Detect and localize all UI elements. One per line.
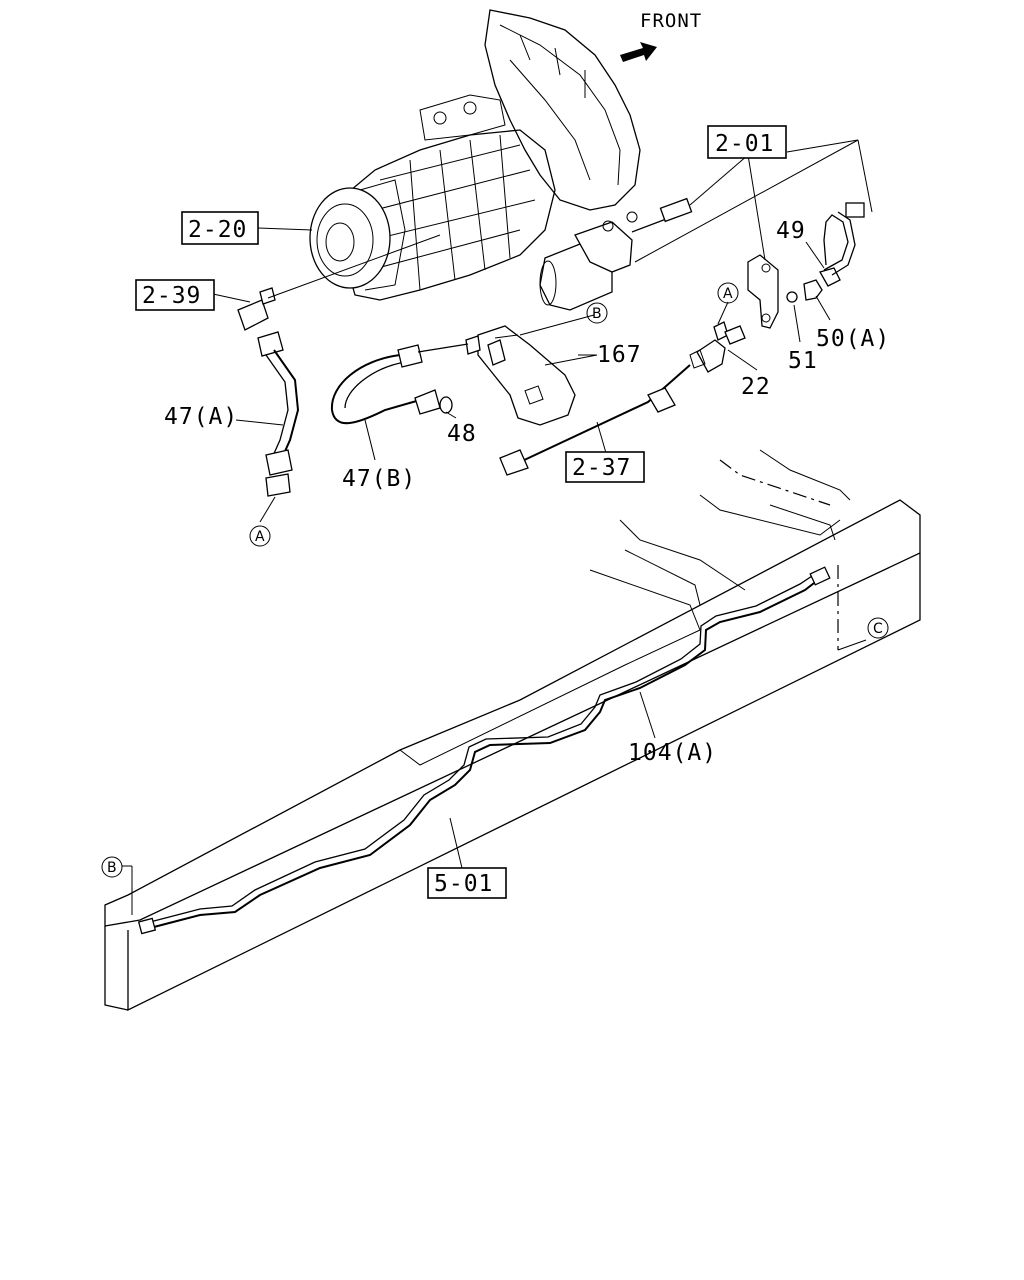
ref-box-2-39[interactable]: 2-39 xyxy=(135,279,215,311)
transmission-assembly xyxy=(309,9,641,301)
circle-marker-a-top: A xyxy=(717,282,739,304)
ref-box-5-01[interactable]: 5-01 xyxy=(427,867,507,899)
ref-box-2-37-label: 2-37 xyxy=(572,455,631,481)
clutch-booster xyxy=(539,197,693,311)
ref-box-2-37[interactable]: 2-37 xyxy=(565,451,645,483)
ref-box-2-01[interactable]: 2-01 xyxy=(707,125,787,159)
svg-text:A: A xyxy=(255,529,265,545)
part-label-49: 49 xyxy=(776,218,806,244)
leader-lines xyxy=(122,139,873,915)
pipe-2-37 xyxy=(499,364,691,476)
svg-text:A: A xyxy=(723,286,733,302)
part-label-47a: 47(A) xyxy=(164,404,238,430)
hose-47b xyxy=(330,335,481,425)
ref-box-2-39-label: 2-39 xyxy=(142,283,201,309)
bracket-167 xyxy=(477,325,576,426)
part-label-104a: 104(A) xyxy=(628,740,717,766)
ref-box-2-20-label: 2-20 xyxy=(188,217,247,243)
part-label-48: 48 xyxy=(447,421,477,447)
ref-box-5-01-label: 5-01 xyxy=(434,871,493,897)
pipe-104a xyxy=(137,566,831,935)
part-label-167: 167 xyxy=(597,342,642,368)
chassis-frame xyxy=(104,449,921,1012)
svg-text:C: C xyxy=(873,621,883,637)
tee-fitting xyxy=(689,321,746,373)
part-label-47b: 47(B) xyxy=(342,466,416,492)
bracket-assembly xyxy=(747,202,865,329)
part-label-51: 51 xyxy=(788,348,818,374)
svg-text:B: B xyxy=(107,860,117,876)
svg-text:B: B xyxy=(592,306,602,322)
hose-47a xyxy=(237,287,300,497)
front-label: FRONT xyxy=(640,10,702,32)
circle-marker-b-bottom: B xyxy=(101,856,123,878)
ref-box-2-20[interactable]: 2-20 xyxy=(181,211,259,245)
circle-marker-b-top: B xyxy=(586,302,608,324)
part-label-22: 22 xyxy=(741,374,771,400)
circle-marker-a-bottom: A xyxy=(249,525,271,547)
circle-marker-c: C xyxy=(867,617,889,639)
front-direction-indicator: FRONT xyxy=(620,10,702,62)
front-arrow-icon xyxy=(620,42,657,62)
ref-box-2-01-label: 2-01 xyxy=(715,131,774,157)
part-label-50a: 50(A) xyxy=(816,326,890,352)
